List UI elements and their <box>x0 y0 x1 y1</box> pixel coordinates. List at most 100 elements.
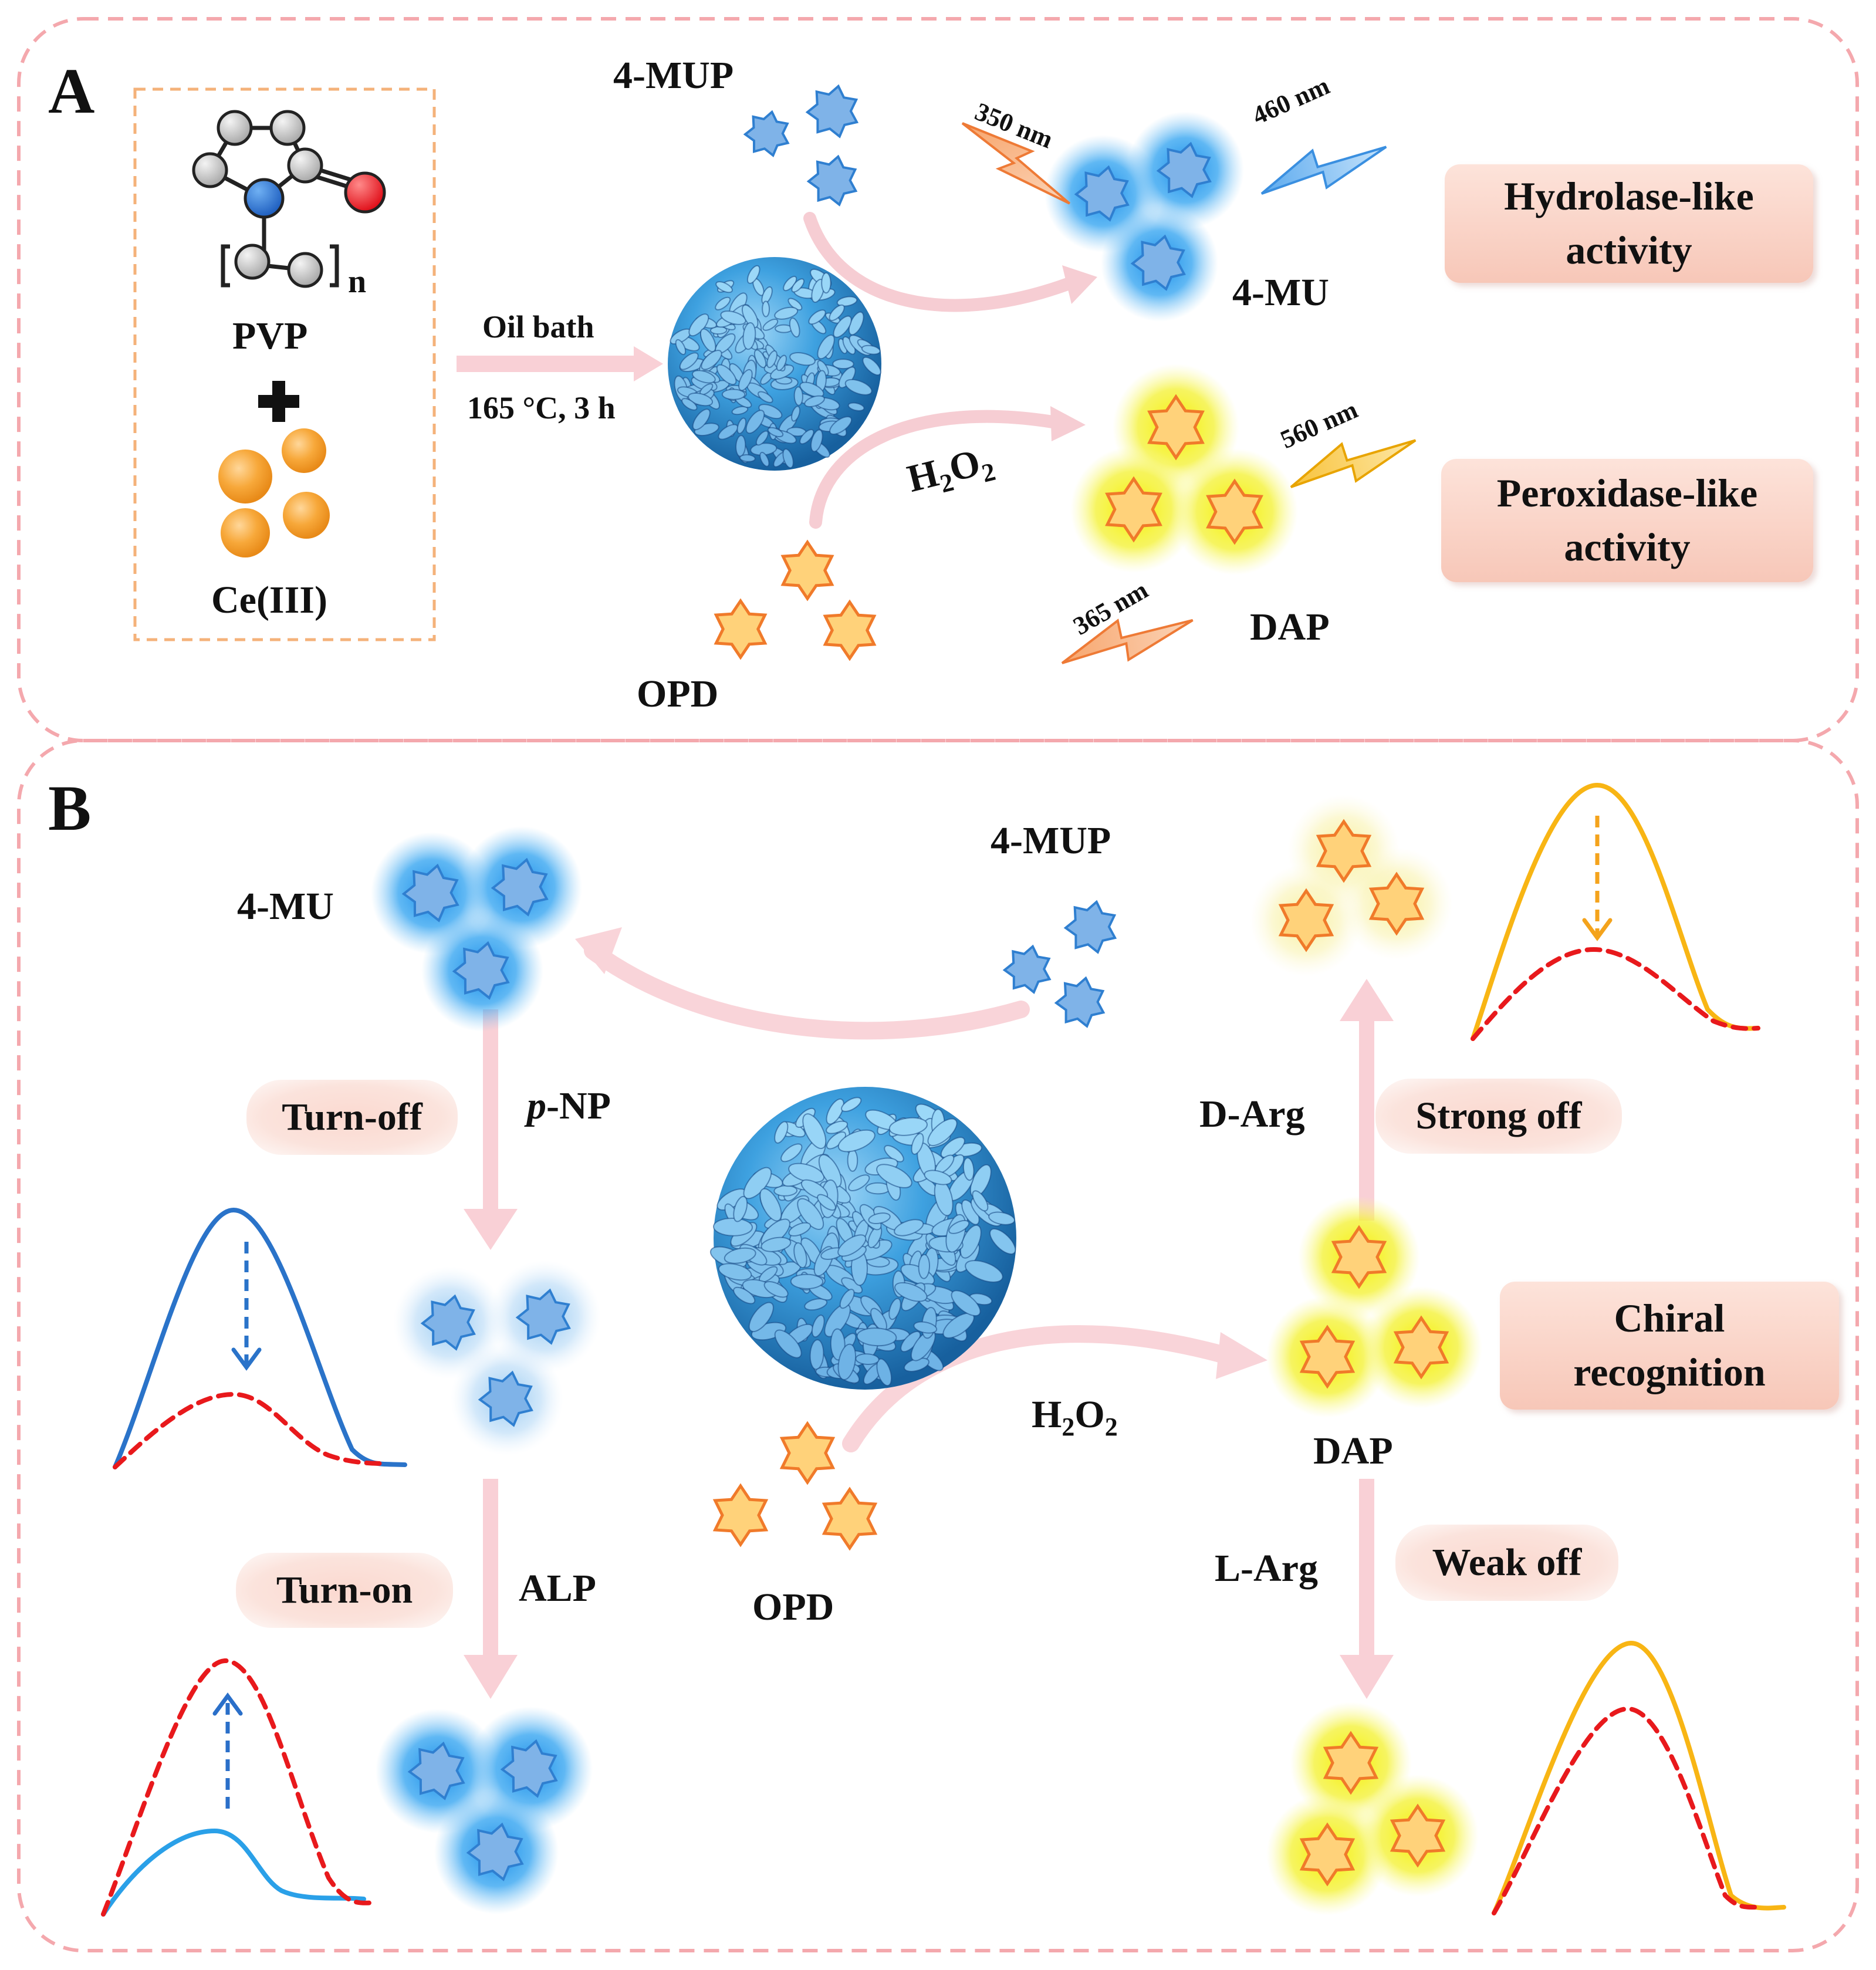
dap-star-d1 <box>1316 819 1372 883</box>
nanoflower-petal <box>733 1195 748 1222</box>
cloud-weak-off: Weak off <box>1395 1525 1618 1601</box>
mup-star-b1 <box>1063 900 1117 954</box>
nanoflower-petal <box>679 352 699 370</box>
spectrum-weakoff-after <box>1492 1706 1757 1915</box>
mu-star-a2 <box>1156 141 1212 198</box>
nanoflower-petal <box>774 1121 789 1144</box>
arrow-to-4mu-a <box>803 212 1080 312</box>
carbon-atom <box>192 152 228 188</box>
pvp-atoms <box>192 110 386 288</box>
nanoflower-a <box>668 257 881 471</box>
opd-star-a2 <box>714 598 768 660</box>
nanoflower-petal <box>715 281 733 293</box>
label-dap-b: DAP <box>1313 1430 1393 1472</box>
label-4mup-a: 4-MUP <box>613 54 734 97</box>
ce-label: Ce(III) <box>211 579 327 621</box>
opd-star-b1 <box>779 1421 836 1485</box>
nanoflower-petal <box>755 430 769 446</box>
pvp-label: PVP <box>232 315 308 357</box>
nanoflower-petal <box>731 406 749 415</box>
nanoflower-petal <box>759 451 770 467</box>
nanoflower-petal <box>739 454 756 462</box>
opd-star-a1 <box>780 539 834 602</box>
nanoflower-petal <box>821 272 831 294</box>
nanoflower-petal <box>757 391 773 403</box>
dap-star-d2 <box>1278 888 1334 952</box>
nanoflower-petal <box>738 369 753 391</box>
nanoflower-petal <box>817 360 829 376</box>
panel-b-letter: B <box>48 772 92 844</box>
nanoflower-petal <box>826 1120 849 1134</box>
mup-star-a2 <box>805 84 859 138</box>
nanoflower-petal <box>733 1286 756 1305</box>
nanoflower-petal <box>894 1219 924 1236</box>
nanoflower-petal <box>782 448 794 469</box>
nanoflower-petal <box>848 1174 870 1191</box>
nanoflower-petal <box>862 356 881 376</box>
nanoflower-petal <box>861 344 881 355</box>
arrowhead-4mup-to-4mu-b <box>575 927 622 974</box>
nanoflower-petal <box>989 1228 1016 1255</box>
carbon-atom <box>287 147 323 184</box>
mu-star-weak-b3 <box>478 1370 533 1427</box>
h2o2-b-sub-2: 2 <box>1104 1413 1118 1442</box>
nanoflower-petal <box>713 1217 753 1236</box>
condition-temp-time: 165 °C, 3 h <box>467 390 616 425</box>
nanoflower-petal <box>776 354 787 371</box>
nanoflower-petal <box>767 427 784 438</box>
opd-star-b2 <box>712 1483 769 1547</box>
nanoflower-petal <box>780 1143 803 1163</box>
nanoflower-petal <box>791 406 800 422</box>
nanoflower-petal <box>837 1129 876 1153</box>
nanoflower-petal <box>841 1097 862 1112</box>
mu-star-weak-b1 <box>420 1294 476 1351</box>
nanoflower-petal <box>804 1298 828 1311</box>
chiral-line2: recognition <box>1573 1350 1766 1394</box>
nanoflower-petal <box>763 1280 789 1298</box>
nanoflower-petal <box>833 315 852 338</box>
mu-star-c2 <box>500 1739 558 1798</box>
nanoflower-petal <box>692 408 711 431</box>
nanoflower-petal <box>741 304 759 329</box>
dap-star-l1 <box>1323 1731 1379 1795</box>
nanoflower-petal <box>793 1242 807 1269</box>
arrow-to-dap-a <box>809 410 1063 529</box>
nanoflower-petal <box>808 309 826 325</box>
nanoflower-petal <box>799 429 814 445</box>
bolt-emission-560 <box>1290 439 1417 488</box>
nanoflower-petal <box>789 352 816 366</box>
nanoflower-petal <box>745 410 765 434</box>
molecule-stars <box>401 84 1449 1887</box>
nanoflower-petal <box>804 395 825 407</box>
nanoflower-petal <box>927 1118 958 1147</box>
nanoflower-petal <box>894 1282 928 1302</box>
dap-star-l3 <box>1390 1803 1446 1868</box>
nanoflower-petal <box>788 1222 812 1236</box>
nanoflower-petal <box>742 322 756 350</box>
nanoflower-petal <box>793 386 803 406</box>
label-larg: L-Arg <box>1215 1547 1318 1590</box>
reactant-box <box>133 87 436 641</box>
mup-star-a1 <box>743 110 790 158</box>
label-4mup-b: 4-MUP <box>991 819 1111 862</box>
glow-layer <box>371 111 1482 1915</box>
nanoflower-petal <box>721 388 746 400</box>
nanoflower-petal <box>924 1170 952 1185</box>
nanoflower-petal <box>817 1194 836 1211</box>
nanoflower-petal <box>847 402 865 411</box>
nanoflower-petal <box>844 379 873 396</box>
nanoflower-petal <box>810 429 823 452</box>
arrow-strongoff-head <box>1582 918 1613 941</box>
nanoflower-petal <box>715 296 731 310</box>
nanoflower-petal <box>791 278 805 293</box>
nanoflower-petal <box>918 1253 931 1279</box>
peroxidase-line2: activity <box>1564 525 1691 569</box>
dap-star-l2 <box>1299 1822 1356 1887</box>
dap-star-b2 <box>1299 1324 1356 1389</box>
nanoflower-petal <box>940 1137 965 1158</box>
